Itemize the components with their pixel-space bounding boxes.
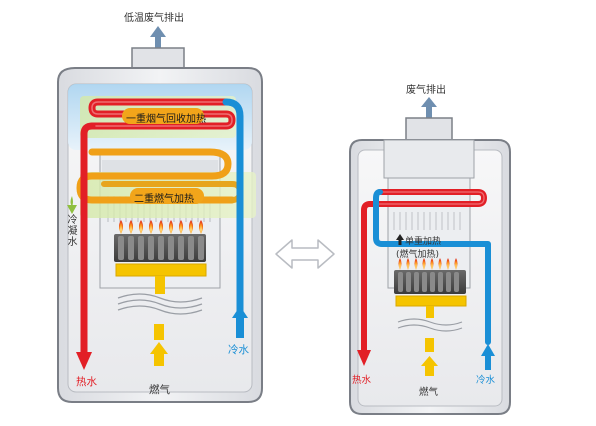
right-air-flow <box>397 318 463 332</box>
left-burner-nozzles <box>118 236 204 260</box>
left-air-flow <box>117 293 203 315</box>
right-exhaust-label: 废气排出 <box>406 85 446 96</box>
left-gas-label: 燃气 <box>149 384 170 396</box>
right-fins <box>393 212 461 230</box>
right-burner <box>394 258 467 318</box>
compare-arrow <box>275 239 335 269</box>
left-condensate-label: 冷凝水 <box>65 214 76 247</box>
right-gas-input-arrow <box>421 338 438 376</box>
right-gas-stem <box>426 306 434 318</box>
right-gas-label: 燃气 <box>419 387 439 398</box>
left-condensate-drip <box>67 196 77 214</box>
right-chimney <box>405 117 453 141</box>
right-cold-water-label: 冷水 <box>476 375 496 386</box>
left-cold-water-pipe <box>222 98 248 338</box>
right-gas-manifold <box>395 295 467 307</box>
right-heat-exchanger <box>387 177 471 289</box>
right-coil <box>367 189 488 207</box>
left-stage2-label: 二重燃气加热 <box>134 194 194 205</box>
left-stage2-label-bg <box>130 188 204 204</box>
right-flames <box>398 258 458 270</box>
right-burner-nozzles <box>398 272 459 292</box>
left-stage1-label: 一重烟气回收加热 <box>126 114 206 125</box>
left-exhaust-label: 低温废气排出 <box>124 13 184 24</box>
left-gas-input-arrow <box>150 324 168 366</box>
left-unit <box>57 26 263 403</box>
left-gas-stem <box>155 276 165 294</box>
left-flames <box>119 220 203 234</box>
left-hot-water-pipe <box>76 122 96 370</box>
left-exhaust-arrow <box>150 26 166 50</box>
right-single-heat-sublabel: (燃气加热) <box>396 250 440 260</box>
right-heat-up-icon <box>396 234 404 240</box>
left-cold-water-label: 冷水 <box>228 344 249 356</box>
left-hot-water-label: 热水 <box>76 376 97 388</box>
right-hot-water-pipe <box>357 201 373 366</box>
right-exhaust-arrow <box>421 97 437 118</box>
right-cold-water-pipe <box>373 189 495 370</box>
right-hot-water-label: 热水 <box>352 375 372 386</box>
left-gas-manifold <box>115 263 207 277</box>
left-burner <box>114 220 207 294</box>
right-single-heat-label: 单重加热 <box>405 237 442 247</box>
left-stage1-label-bg <box>122 108 204 124</box>
right-unit <box>349 97 511 415</box>
right-hood <box>383 139 475 179</box>
